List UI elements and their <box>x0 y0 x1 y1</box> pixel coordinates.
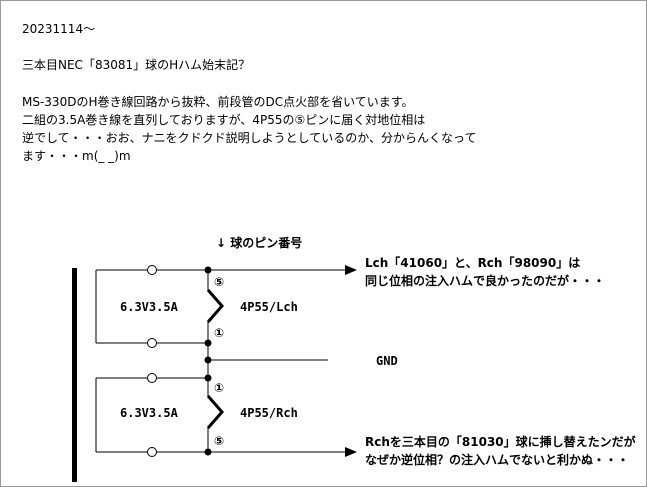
upper-winding-label: 6.3V3.5A <box>120 300 178 314</box>
body-line-3: 逆でして・・・おお、ナニをクドクド説明しようとしているのか、分からんくなって <box>22 131 477 145</box>
note-bottom-line-1: Rchを三本目の「81030」球に挿し替えたンだが <box>365 435 636 449</box>
upper-pin-bottom-label: ① <box>214 326 225 340</box>
junction-dot-gnd <box>204 356 212 364</box>
lower-terminal-top <box>147 373 157 383</box>
note-top-line-1: Lch「41060」と、Rch「98090」は <box>365 256 581 270</box>
heater-bus <box>207 270 328 452</box>
lower-tube-label: 4P55/Rch <box>240 406 298 420</box>
junction-dot-lower-mid <box>204 374 212 382</box>
upper-terminal-top <box>147 265 157 275</box>
body-line-2: 二組の3.5A巻き線を直列しておりますが、4P55の⑤ピンに届く対地位相は <box>22 113 426 127</box>
body-line-4: ます・・・m(_ _)m <box>22 149 131 163</box>
upper-arrow-head <box>345 265 357 275</box>
lower-winding-label: 6.3V3.5A <box>120 406 178 420</box>
upper-pin-top-label: ⑤ <box>214 275 225 289</box>
body-line-1: MS-330DのH巻き線回路から抜粋、前段管のDC点火部を省いています。 <box>22 95 414 109</box>
upper-terminal-bottom <box>147 338 157 348</box>
note-bottom-line-2: なぜか逆位相？の注入ハムでないと利かぬ・・・ <box>365 453 630 467</box>
lower-pin-bottom-label: ⑤ <box>214 434 225 448</box>
upper-heater-filament <box>206 289 224 323</box>
upper-winding <box>95 269 208 344</box>
page-title: 三本目NEC「83081」球のHハム始末記？ <box>22 58 251 72</box>
gnd-label: GND <box>376 354 398 368</box>
upper-tube-label: 4P55/Lch <box>240 300 298 314</box>
lower-terminal-bottom <box>147 447 157 457</box>
pin-number-label: ↓ 球のピン番号 <box>216 236 303 250</box>
lower-pin-top-label: ① <box>214 381 225 395</box>
lower-arrow-head <box>345 447 357 457</box>
note-top-line-2: 同じ位相の注入ハムで良かったのだが・・・ <box>365 274 606 288</box>
transformer-core <box>72 268 77 482</box>
date-text: 20231114〜 <box>22 22 96 36</box>
junction-dot-upper-mid <box>204 339 212 347</box>
lower-winding <box>95 377 208 453</box>
lower-heater-filament <box>206 395 224 429</box>
